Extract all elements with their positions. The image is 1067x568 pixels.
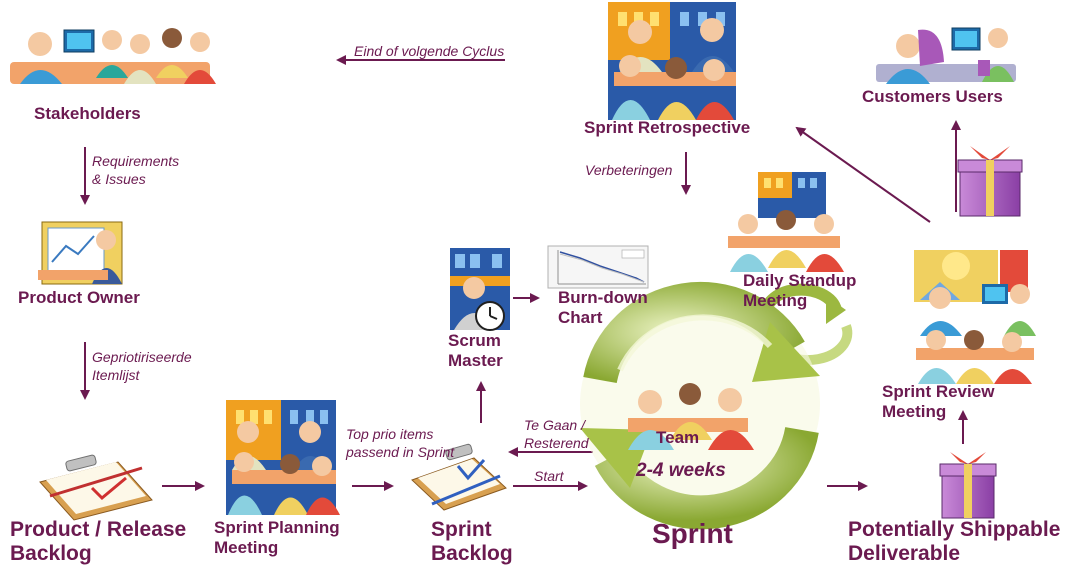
team-label: Team [656, 428, 700, 447]
burndown-line2: Chart [558, 307, 603, 327]
daily-standup-line1: Daily Standup [743, 271, 857, 290]
scrum-master-label: Scrum Master [448, 331, 503, 370]
sprint-cycle-icon [580, 281, 820, 530]
burndown-line1: Burn-down [558, 288, 648, 307]
sprint-review-label: Sprint Review Meeting [882, 382, 994, 421]
sprint-review-line2: Meeting [882, 401, 947, 421]
burndown-label: Burn-down Chart [558, 288, 648, 327]
sprint-backlog-label: Sprint Backlog [431, 518, 513, 566]
product-backlog-line2: Backlog [10, 542, 92, 566]
sprint-backlog-line1: Sprint [431, 518, 492, 541]
scrum-master-illustration [450, 248, 510, 331]
product-backlog-label: Product / Release Backlog [10, 518, 186, 566]
sprint-review-line1: Sprint Review [882, 382, 995, 401]
note-requirements-line2: & Issues [92, 171, 146, 188]
sprint-planning-line1: Sprint Planning [214, 518, 340, 537]
sprint-planning-line2: Meeting [214, 537, 279, 557]
product-backlog-line1: Product / Release [10, 518, 187, 541]
stakeholders-illustration [10, 28, 216, 84]
sprint-backlog-clipboard [411, 443, 507, 511]
scrum-master-line2: Master [448, 350, 503, 370]
note-remaining-line1: Te Gaan / [524, 417, 585, 433]
note-prioritized-line2: Itemlijst [92, 367, 140, 384]
note-remaining-line2: Resterend [524, 435, 589, 452]
duration-label: 2-4 weeks [636, 460, 726, 481]
stakeholders-label: Stakeholders [34, 104, 141, 123]
note-top-items: Top prio items passend in Sprint [346, 425, 454, 461]
retrospective-label: Sprint Retrospective [584, 118, 751, 137]
gift-box-upper-icon [957, 146, 1023, 217]
daily-standup-illustration [728, 172, 844, 272]
note-top-items-line1: Top prio items [346, 426, 434, 442]
note-requirements-line1: Requirements [92, 153, 180, 169]
sprint-title: Sprint [652, 518, 733, 549]
deliverable-line1: Potentially Shippable [848, 518, 1061, 541]
note-next-cycle: Eind of volgende Cyclus [354, 43, 505, 59]
sprint-backlog-line2: Backlog [431, 542, 513, 566]
note-start: Start [534, 468, 564, 484]
note-improvements: Verbeteringen [585, 162, 673, 178]
review-meeting-illustration [912, 248, 1036, 384]
planning-meeting-illustration [226, 400, 340, 515]
deliverable-label: Potentially Shippable Deliverable [848, 518, 1060, 566]
deliverable-line2: Deliverable [848, 542, 961, 566]
daily-standup-line2: Meeting [743, 290, 808, 310]
daily-standup-label: Daily Standup Meeting [743, 271, 856, 310]
note-prioritized: Gepriotiriseerde Itemlijst [92, 348, 192, 384]
gift-box-lower-icon [939, 452, 997, 519]
product-backlog-clipboard [39, 454, 153, 521]
customers-users-label: Customers Users [862, 87, 1003, 106]
team-illustration [628, 383, 754, 450]
arrow-review-to-retrospective [795, 126, 931, 223]
retrospective-illustration [608, 2, 736, 120]
customers-users-illustration [876, 27, 1016, 84]
sprint-planning-label: Sprint Planning Meeting [214, 518, 340, 557]
product-owner-illustration [38, 221, 123, 285]
note-remaining: Te Gaan / Resterend [524, 416, 589, 452]
scrum-master-line1: Scrum [448, 331, 501, 350]
note-prioritized-line1: Gepriotiriseerde [92, 349, 192, 365]
note-top-items-line2: passend in Sprint [346, 444, 455, 461]
burndown-chart-thumbnail [547, 245, 649, 289]
product-owner-label: Product Owner [18, 288, 140, 307]
note-requirements: Requirements & Issues [92, 152, 179, 188]
